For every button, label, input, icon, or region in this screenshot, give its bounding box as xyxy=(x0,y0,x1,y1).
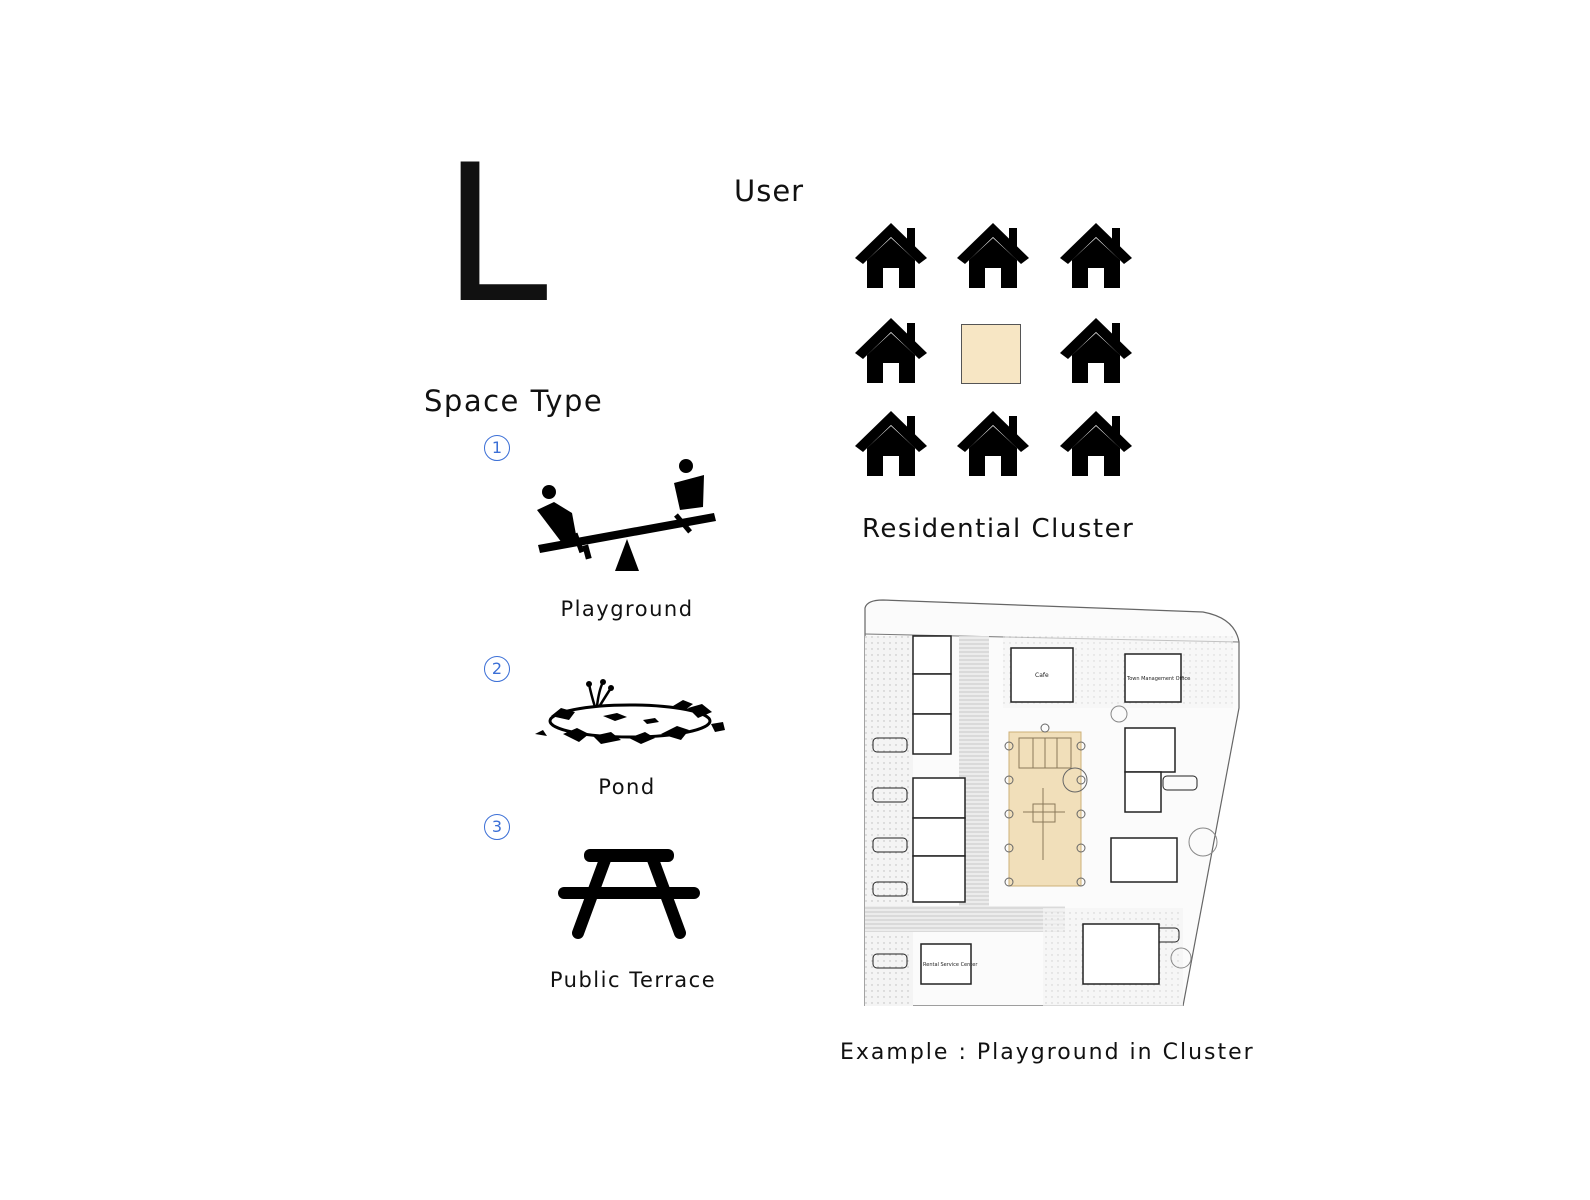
house-icon xyxy=(957,223,1029,288)
section-letter: L xyxy=(442,124,548,345)
rental-label: Rental Service Center xyxy=(923,962,978,968)
user-heading: User xyxy=(734,174,805,208)
item-number-3: 3 xyxy=(484,814,510,840)
item-number-1: 1 xyxy=(484,435,510,461)
house-icon xyxy=(957,411,1029,476)
house-icon xyxy=(855,318,927,383)
space-type-heading: Space Type xyxy=(424,384,604,418)
residential-cluster-label: Residential Cluster xyxy=(862,514,1135,544)
picnic-table-icon xyxy=(558,849,700,939)
house-icon xyxy=(1060,411,1132,476)
example-caption: Example : Playground in Cluster xyxy=(840,1040,1255,1065)
house-icon xyxy=(855,411,927,476)
cluster-center-space xyxy=(961,324,1021,384)
item-number-2: 2 xyxy=(484,656,510,682)
site-plan: Cafe Town Management Office Rental Servi… xyxy=(864,599,1240,1006)
pond-icon xyxy=(535,679,725,744)
item-label-public-terrace: Public Terrace xyxy=(549,968,717,992)
cafe-label: Cafe xyxy=(1035,672,1049,679)
house-icon xyxy=(1060,318,1132,383)
house-icon xyxy=(855,223,927,288)
town-office-label: Town Management Office xyxy=(1126,676,1190,682)
item-label-playground: Playground xyxy=(560,597,694,621)
seesaw-icon xyxy=(537,459,716,571)
house-icon xyxy=(1060,223,1132,288)
item-label-pond: Pond xyxy=(598,775,656,799)
